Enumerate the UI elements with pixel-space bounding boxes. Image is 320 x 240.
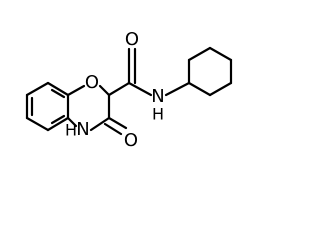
amide-hydrogen-label: H xyxy=(152,105,164,124)
amide-c-n-bond xyxy=(127,81,153,97)
benzene-bond-4 xyxy=(46,116,70,132)
cyclohexane-bond-5 xyxy=(187,46,212,62)
cyclohexane-bond-4 xyxy=(208,46,233,62)
benzene-bond-2 xyxy=(46,81,70,97)
molecule-diagram: O O N H H N O xyxy=(25,29,233,151)
oxygen-to-ch-bond xyxy=(98,84,111,97)
ch-to-amide-carbon-bond xyxy=(107,81,131,97)
ring-carbonyl-bond-b xyxy=(103,122,123,136)
ring-nitrogen-label: N xyxy=(76,119,89,140)
ring-oxygen-label: O xyxy=(85,72,99,93)
benzene-bond-5 xyxy=(25,116,50,132)
ring-bond-to-oxygen xyxy=(66,84,86,97)
benzene-double-1 xyxy=(50,88,66,99)
benzene-bond-1 xyxy=(25,81,50,97)
nh-to-benzene-bond xyxy=(66,116,78,128)
amide-oxygen-label: O xyxy=(125,29,139,50)
molecule-svg: O O N H H N O xyxy=(25,29,233,151)
cyclohexane-bond-1 xyxy=(187,81,212,97)
n-to-cyclohexyl-bond xyxy=(164,81,191,97)
carbonyl-to-nh-bond xyxy=(89,116,111,132)
cyclohexane-bond-2 xyxy=(208,81,233,97)
amide-nitrogen-label: N xyxy=(151,86,164,107)
ring-carbonyl-oxygen-label: O xyxy=(124,130,138,151)
ring-carbonyl-bond-a xyxy=(107,116,128,130)
benzene-double-3 xyxy=(50,114,66,125)
ring-nitrogen-hydrogen-label: H xyxy=(65,121,77,140)
